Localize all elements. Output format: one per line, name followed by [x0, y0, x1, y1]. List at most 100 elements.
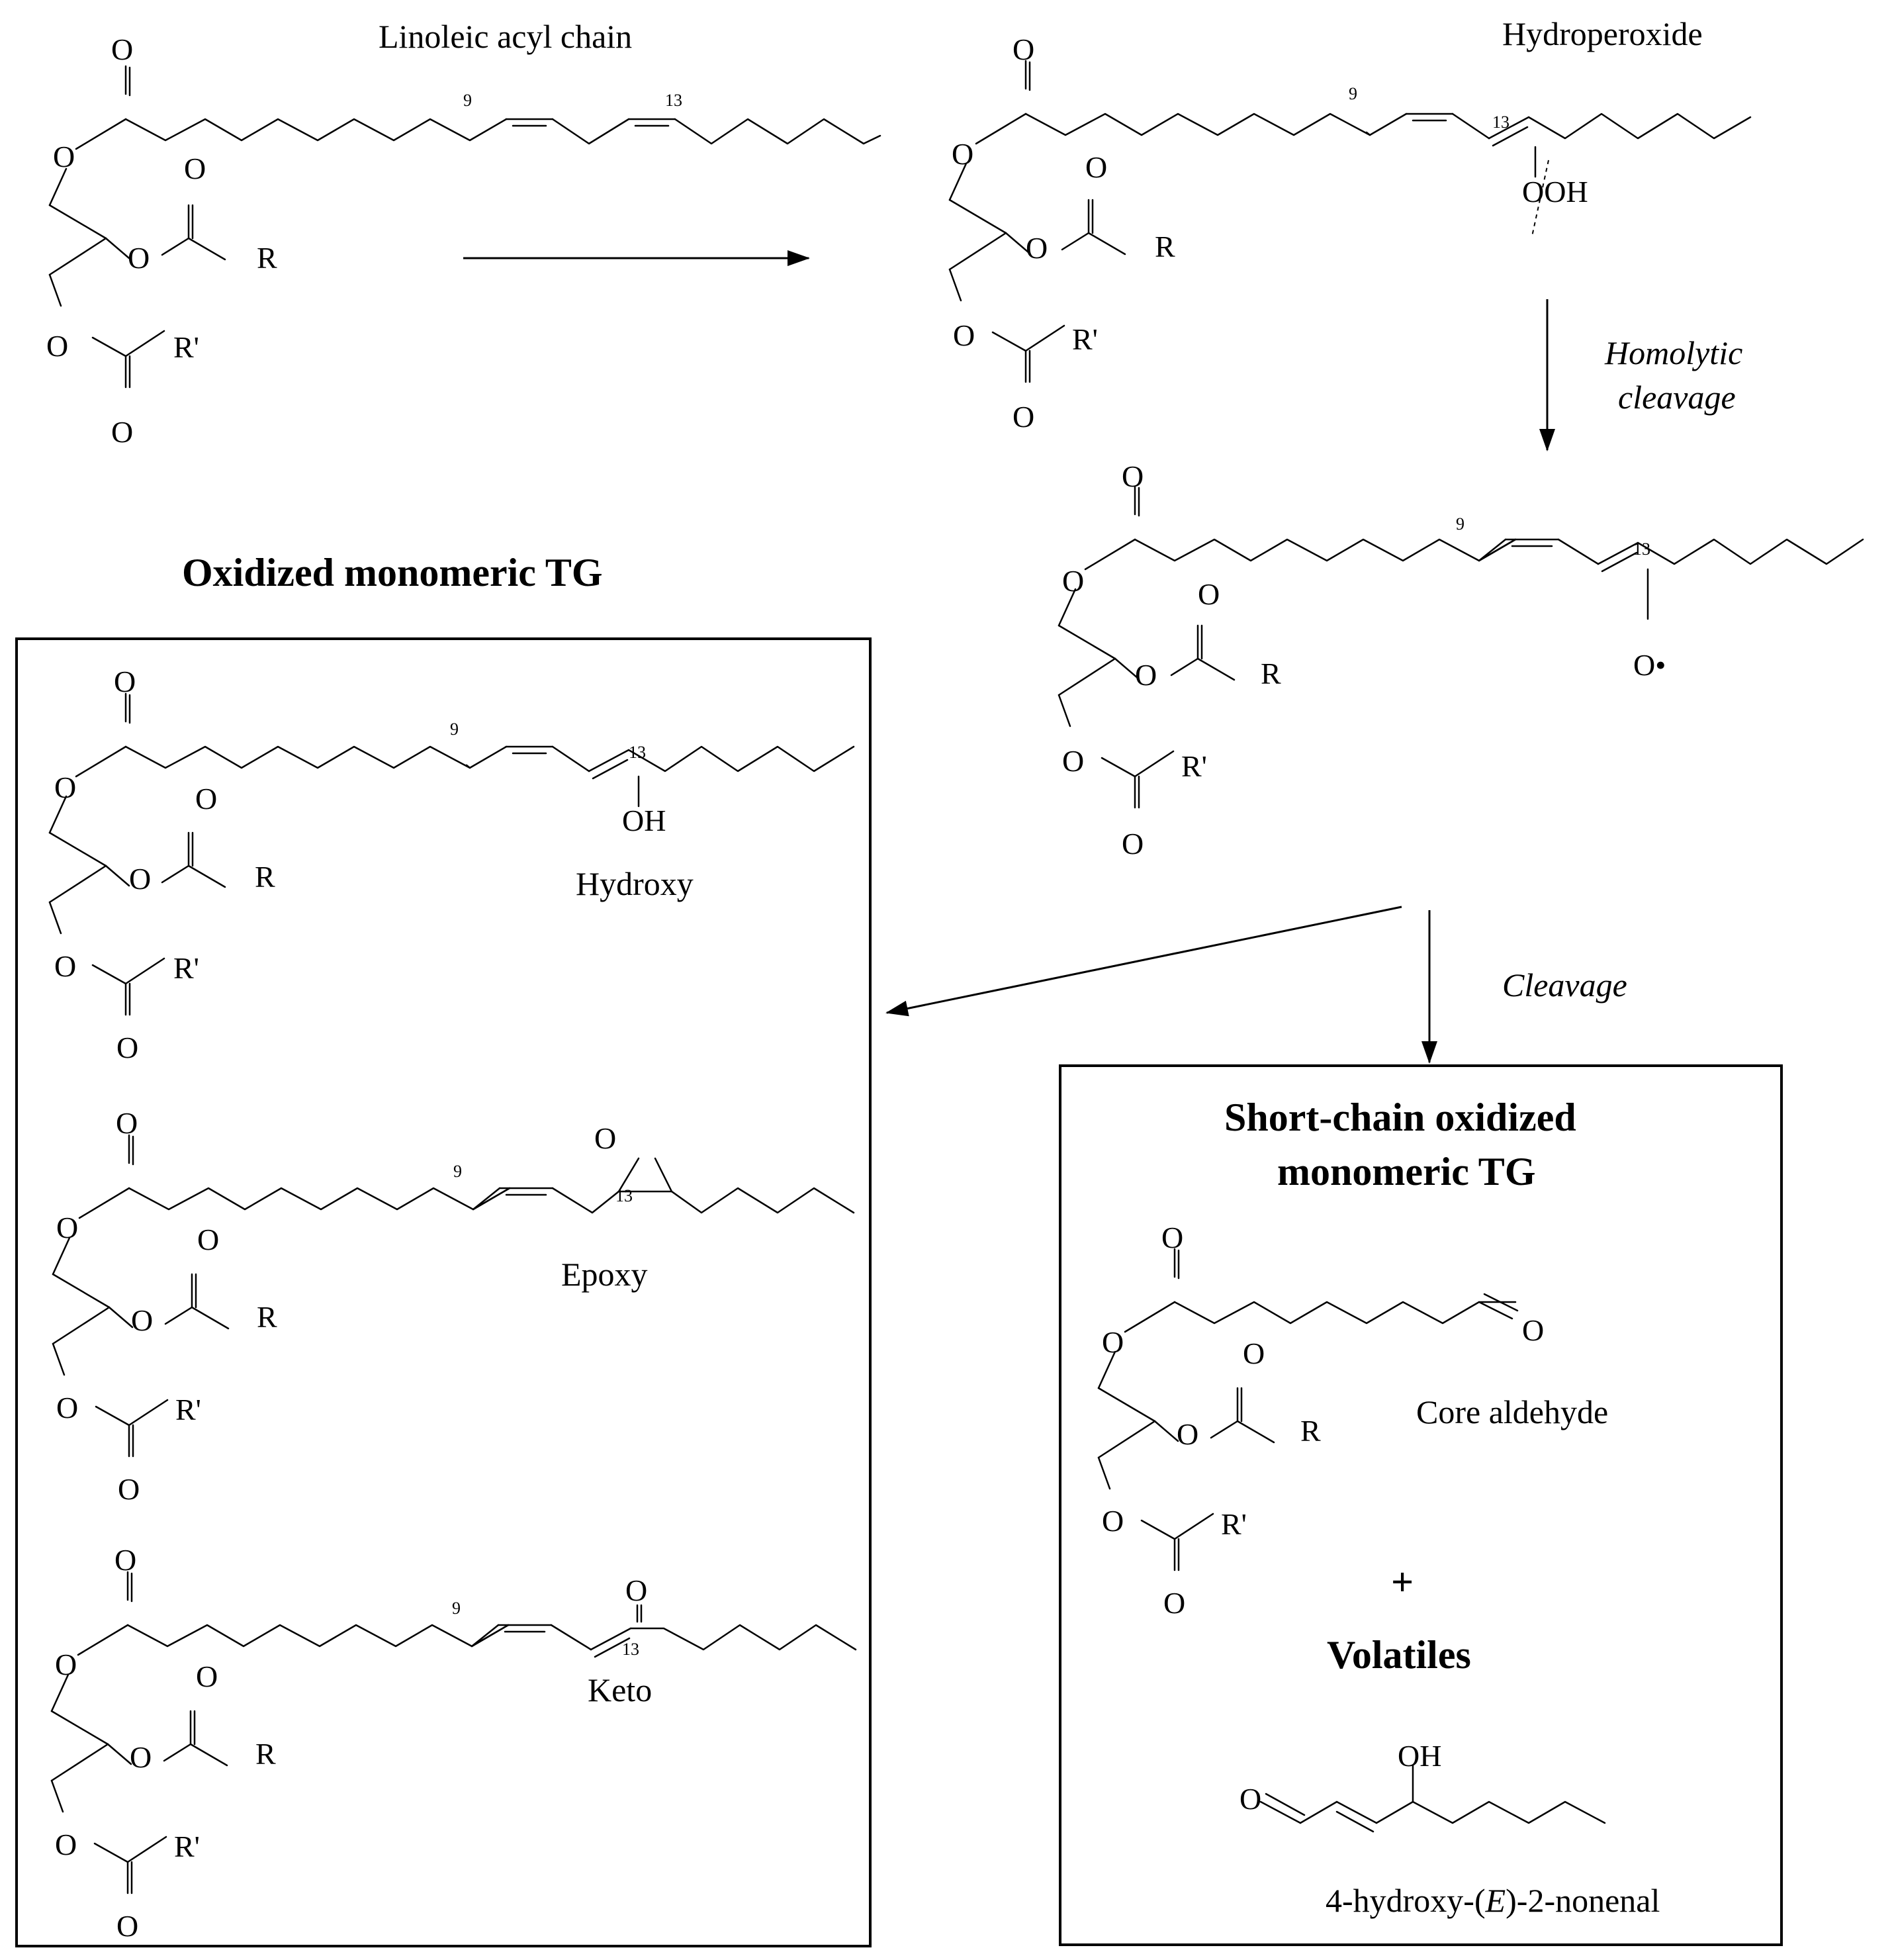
position-9: 9	[1349, 84, 1357, 103]
short-chain-box	[1059, 1064, 1783, 1946]
atom-o-carbonyl: O	[111, 32, 133, 66]
atom-o-carbonyl-2: O	[1198, 577, 1220, 611]
atom-o-carbonyl-3: O	[1163, 1586, 1185, 1620]
atom-o-carbonyl-3: O	[118, 1472, 140, 1506]
atom-o-carbonyl: O	[116, 1106, 138, 1140]
atom-o-carbonyl-3: O	[1122, 827, 1144, 861]
atom-oh: OH	[622, 804, 666, 837]
atom-o-ester-2: O	[1026, 231, 1048, 265]
atom-o-ester-2: O	[128, 241, 150, 275]
atom-r-prime: R'	[173, 330, 199, 364]
hydroperoxide-label: Hydroperoxide	[1502, 15, 1703, 52]
atom-o-ester-1: O	[56, 1211, 78, 1244]
position-13: 13	[1633, 539, 1650, 559]
linoleic-tg-structure	[48, 65, 881, 389]
cleavage-label-2: Cleavage	[1502, 966, 1627, 1003]
atom-o-carbonyl-2: O	[1085, 150, 1107, 184]
atom-o-carbonyl: O	[1013, 32, 1034, 66]
atom-r: R	[1155, 230, 1175, 263]
arrow-to-oxidized	[885, 906, 1402, 1017]
alkoxy-radical-structure	[1058, 485, 1864, 809]
position-13: 13	[615, 1186, 633, 1205]
atom-o-carbonyl: O	[114, 665, 136, 698]
linoleic-label: Linoleic acyl chain	[379, 18, 632, 55]
atom-o-carbonyl-2: O	[197, 1223, 219, 1256]
atom-o-ester-3: O	[46, 329, 68, 363]
short-chain-title-1: Short-chain oxidized	[1224, 1096, 1576, 1139]
epoxy-label: Epoxy	[561, 1256, 648, 1293]
atom-o-ketone: O	[625, 1573, 647, 1607]
atom-o-ester-2: O	[131, 1303, 153, 1337]
atom-r: R	[255, 860, 275, 894]
hydroperoxide-atoms: O O O O R O R' O 9 13 OOH	[952, 32, 1588, 434]
hydroxy-structure	[48, 692, 855, 1016]
atom-r-prime: R'	[173, 951, 199, 985]
hydroxy-label: Hydroxy	[576, 865, 694, 902]
atom-o-aldehyde: O	[1522, 1313, 1544, 1347]
position-9: 9	[452, 1599, 461, 1618]
keto-structure	[50, 1571, 857, 1894]
homolytic-label: Homolytic	[1604, 334, 1742, 371]
core-aldehyde-atoms: O O O O R O R' O O	[1102, 1221, 1544, 1620]
core-aldehyde-structure	[1097, 1248, 1519, 1571]
atom-r: R	[255, 1737, 276, 1771]
position-9: 9	[450, 720, 459, 739]
position-9: 9	[1456, 514, 1464, 534]
atom-r-prime: R'	[1072, 322, 1098, 356]
atom-o-carbonyl-3: O	[116, 1031, 138, 1064]
atom-r: R	[1300, 1414, 1321, 1448]
position-13: 13	[1492, 113, 1509, 132]
atom-r: R	[1261, 657, 1281, 690]
atom-o-carbonyl-3: O	[116, 1909, 138, 1943]
atom-o-carbonyl-2: O	[195, 782, 217, 816]
atom-r: R	[257, 241, 277, 275]
atom-o-carbonyl: O	[114, 1543, 136, 1577]
atom-r-prime: R'	[175, 1393, 201, 1426]
atom-o-carbonyl: O	[1161, 1221, 1183, 1254]
atom-o-ester-3: O	[55, 1828, 77, 1861]
atom-o-ester-3: O	[54, 949, 76, 983]
atom-o-ester-3: O	[953, 318, 975, 352]
atom-o-carbonyl: O	[1122, 459, 1144, 493]
atom-o-ester-3: O	[56, 1391, 78, 1424]
oxidized-box	[15, 637, 872, 1947]
position-13: 13	[629, 743, 646, 762]
hne-atoms: O OH	[1239, 1739, 1441, 1816]
atom-o-ester-1: O	[1102, 1325, 1124, 1359]
atom-o-carbonyl-2: O	[1243, 1336, 1265, 1370]
atom-o-ester-1: O	[952, 137, 973, 171]
hydroxy-atoms: O O O O R O R' O 9 13 OH	[54, 665, 666, 1064]
atom-o-ester-1: O	[53, 140, 75, 173]
atom-o-ester-2: O	[1177, 1417, 1198, 1451]
position-9: 9	[463, 91, 472, 110]
keto-label: Keto	[588, 1671, 652, 1708]
linoleic-atoms: O O O O R O R' O 9 13	[46, 32, 682, 449]
atom-o-ester-2: O	[130, 1740, 152, 1774]
atom-r-prime: R'	[1221, 1507, 1247, 1541]
atom-r-prime: R'	[1181, 749, 1207, 783]
atom-o-ester-1: O	[1062, 564, 1084, 598]
keto-atoms: O O O O R O R' O 9 O 13	[55, 1543, 647, 1943]
position-13: 13	[665, 91, 682, 110]
atom-o-ester-1: O	[55, 1648, 77, 1681]
epoxy-structure	[52, 1134, 855, 1458]
atom-r: R	[257, 1300, 277, 1334]
atom-ooh: OOH	[1522, 175, 1588, 209]
atom-o-epoxide: O	[594, 1121, 616, 1155]
hne-label: 4-hydroxy-(E)-2-nonenal	[1326, 1882, 1660, 1919]
atom-o-ester-3: O	[1062, 744, 1084, 778]
atom-o-ester-2: O	[1135, 658, 1157, 692]
cleavage-label-1: cleavage	[1618, 379, 1736, 416]
plus-sign: +	[1391, 1560, 1414, 1604]
atom-o-ester-3: O	[1102, 1504, 1124, 1538]
atom-o-aldehyde: O	[1239, 1782, 1261, 1816]
atom-oh: OH	[1398, 1739, 1441, 1773]
position-13: 13	[622, 1640, 639, 1659]
position-9: 9	[453, 1162, 462, 1181]
hydroperoxide-structure	[948, 60, 1752, 383]
atom-o-radical: O•	[1633, 648, 1666, 682]
atom-r-prime: R'	[174, 1830, 200, 1863]
atom-o-carbonyl-2: O	[184, 152, 206, 185]
core-aldehyde-label: Core aldehyde	[1416, 1393, 1608, 1430]
